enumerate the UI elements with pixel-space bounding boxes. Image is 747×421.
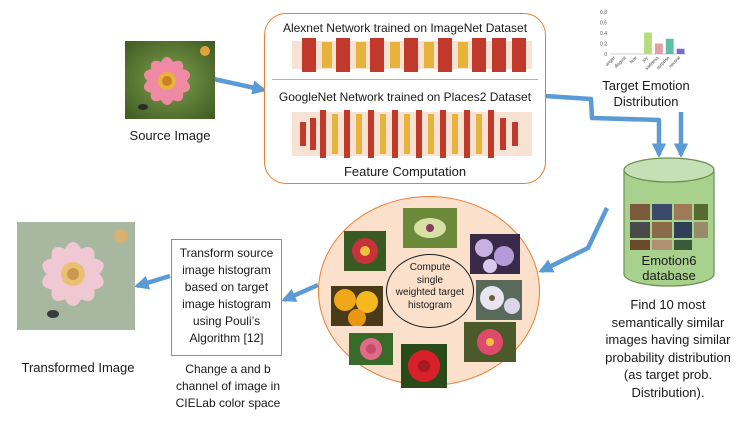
transform-text-line: using Pouli’s xyxy=(192,314,261,328)
weighted-histogram-text: Compute single weighted target histogram xyxy=(386,262,474,312)
x-tick-label-disgust: disgust xyxy=(613,55,627,69)
y-tick-label: 0.2 xyxy=(600,42,607,48)
similar-image-yellow-daisies xyxy=(331,286,383,326)
y-tick-label: 0.4 xyxy=(600,31,607,37)
channel-text-line: CIELab color space xyxy=(175,396,281,410)
search-text-line: semantically similar xyxy=(611,314,725,330)
googlenet-diagram xyxy=(292,110,532,158)
source-image xyxy=(125,41,215,119)
feature-box-divider xyxy=(272,79,538,80)
search-text-line: probability distribution xyxy=(605,349,731,365)
search-text-line: Distribution). xyxy=(631,384,705,400)
channel-text-line: Change a and b xyxy=(185,362,271,376)
transform-text-line: Transform source xyxy=(179,246,274,260)
target-emotion-label-line2: Distribution xyxy=(613,94,679,109)
feature-computation-caption: Feature Computation xyxy=(343,164,467,179)
transform-text-line: Algorithm [12] xyxy=(189,331,264,345)
histogram-text-line: Compute xyxy=(409,262,451,273)
histogram-text-line: histogram xyxy=(408,299,452,311)
transform-histogram-text: Transform source image histogram based o… xyxy=(171,245,282,347)
similar-image-white-daisies xyxy=(476,280,522,320)
similar-image-pink-rose xyxy=(349,333,393,365)
bar-joy xyxy=(644,32,652,54)
similar-image-pink-cosmos xyxy=(464,322,516,362)
database-name: Emotion6 xyxy=(641,253,697,268)
googlenet-title: GoogleNet Network trained on Places2 Dat… xyxy=(278,90,532,104)
bar-neutral xyxy=(676,48,685,54)
similar-image-purple-asters xyxy=(470,234,520,274)
bar-sadness xyxy=(654,43,663,54)
y-tick-label: 0.8 xyxy=(600,10,607,16)
target-emotion-label-line1: Target Emotion xyxy=(602,78,690,93)
transformed-image-label: Transformed Image xyxy=(21,360,135,375)
x-tick-label-neutral: neutral xyxy=(668,55,681,68)
channel-text-line: channel of image in xyxy=(175,379,281,393)
histogram-text-line: single xyxy=(416,274,444,286)
bar-surprise xyxy=(665,38,674,54)
transformed-image xyxy=(17,222,135,330)
y-tick-label: 0.6 xyxy=(600,21,607,27)
y-tick-label: 0 xyxy=(604,52,607,58)
database-thumbnails xyxy=(630,204,708,250)
alexnet-diagram xyxy=(292,38,532,72)
database-to-circle-arrow xyxy=(538,207,610,274)
transform-text-line: image histogram xyxy=(182,297,271,311)
search-text-line: Find 10 most xyxy=(630,297,706,312)
color-channel-text: Change a and b channel of image in CIELa… xyxy=(160,361,296,412)
similar-image-search-text: Find 10 most semantically similar images… xyxy=(590,296,746,401)
search-text-line: images having similar xyxy=(605,332,731,347)
similar-image-red-lily xyxy=(344,231,386,271)
features-to-database-arrow xyxy=(544,93,667,158)
similar-image-green-orchid xyxy=(403,208,457,248)
database-label: database xyxy=(642,268,696,283)
x-tick-label-fear: fear xyxy=(629,55,638,64)
emotion6-database-cylinder xyxy=(623,157,715,287)
histogram-text-line: weighted target xyxy=(395,287,465,298)
search-text-line: (as target prob. xyxy=(623,367,713,382)
transform-text-line: image histogram xyxy=(182,263,271,277)
transform-to-output-arrow xyxy=(134,273,171,290)
alexnet-title: Alexnet Network trained on ImageNet Data… xyxy=(282,21,528,35)
circle-to-transform-arrow xyxy=(281,282,319,303)
weighted-histogram-node xyxy=(386,254,474,328)
similar-image-red-dahlia xyxy=(401,344,447,388)
x-tick-label-joy: joy xyxy=(640,55,649,64)
transform-histogram-box xyxy=(171,239,282,356)
source-image-label: Source Image xyxy=(129,128,211,143)
transform-text-line: based on target xyxy=(184,280,269,294)
